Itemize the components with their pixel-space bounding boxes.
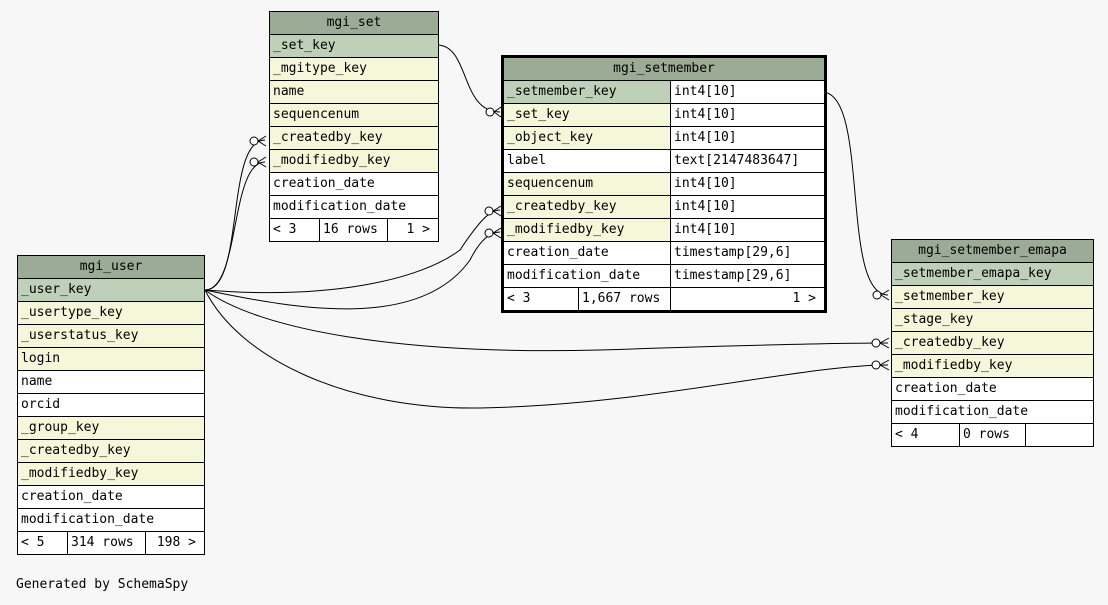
column-name[interactable]: sequencenum (273, 107, 360, 122)
table-footer: < 5 314 rows 198 > (18, 532, 204, 554)
edge-user-to-emapa-modifiedby (204, 289, 889, 409)
column-name[interactable]: _createdby_key (504, 196, 671, 218)
column-name[interactable]: creation_date (273, 176, 375, 191)
column-type: int4[10] (671, 219, 824, 241)
column-name[interactable]: modification_date (895, 404, 1029, 419)
crowfoot-emapa-modifiedby (871, 360, 881, 370)
children-count: 198 > (156, 535, 196, 550)
table-footer: < 3 16 rows 1 > (270, 219, 438, 241)
column-name[interactable]: login (21, 351, 61, 366)
table-mgi_setmember_emapa[interactable]: mgi_setmember_emapa _setmember_emapa_key… (891, 239, 1094, 447)
column-name[interactable]: _stage_key (895, 312, 974, 327)
parents-count: < 3 (504, 288, 579, 310)
table-title[interactable]: mgi_user (18, 256, 204, 279)
row-count: 314 rows (68, 532, 146, 554)
parents-count: < 3 (270, 219, 320, 241)
column-name[interactable]: name (21, 374, 53, 389)
column-name[interactable]: orcid (21, 397, 61, 412)
column-name[interactable]: _modifiedby_key (273, 153, 391, 168)
crowfoot-emapa-createdby (871, 338, 881, 348)
column-name[interactable]: modification_date (273, 199, 407, 214)
edge-setmember-to-emapa (821, 91, 889, 296)
table-footer: < 3 1,667 rows 1 > (504, 288, 824, 310)
column-type: timestamp[29,6] (671, 265, 824, 287)
column-name[interactable]: _setmember_key (504, 81, 671, 103)
column-type: text[2147483647] (671, 150, 824, 172)
table-title[interactable]: mgi_setmember_emapa (892, 240, 1093, 263)
column-name[interactable]: _set_key (504, 104, 671, 126)
column-name[interactable]: _createdby_key (895, 335, 1005, 350)
table-title[interactable]: mgi_set (270, 12, 438, 35)
parents-count: < 4 (892, 424, 960, 446)
column-name[interactable]: _usertype_key (21, 305, 123, 320)
column-name[interactable]: creation_date (895, 381, 997, 396)
edge-user-to-set-modifiedby (204, 161, 266, 291)
column-type: int4[10] (671, 81, 824, 103)
children-count: 1 > (406, 222, 430, 237)
column-name[interactable]: _mgitype_key (273, 61, 367, 76)
parents-count: < 5 (18, 532, 68, 554)
column-name[interactable]: _modifiedby_key (21, 466, 139, 481)
crowfoot-setmember-modifiedby (484, 228, 494, 238)
column-type: int4[10] (671, 127, 824, 149)
generated-by-label: Generated by SchemaSpy (16, 577, 189, 592)
crowfoot-set-modifiedby (249, 157, 259, 167)
row-count: 16 rows (320, 219, 388, 241)
edge-set-to-setmember (436, 44, 501, 113)
column-name[interactable]: _setmember_key (895, 289, 1005, 304)
crowfoot-emapa-setmember-key (872, 290, 882, 300)
edge-user-to-setmember-createdby (204, 209, 501, 294)
crowfoot-set-createdby (249, 136, 259, 146)
column-name[interactable]: _setmember_emapa_key (895, 266, 1052, 281)
column-name[interactable]: creation_date (504, 242, 671, 264)
column-name[interactable]: _set_key (273, 38, 336, 53)
table-title[interactable]: mgi_setmember (504, 58, 824, 81)
column-type: int4[10] (671, 173, 824, 195)
edge-user-to-setmember-modifiedby (204, 231, 501, 310)
table-mgi_user[interactable]: mgi_user _user_key _usertype_key _userst… (17, 255, 205, 555)
row-count: 0 rows (960, 424, 1026, 446)
column-name[interactable]: modification_date (21, 512, 155, 527)
column-name[interactable]: modification_date (504, 265, 671, 287)
column-type: int4[10] (671, 196, 824, 218)
column-name[interactable]: _createdby_key (273, 130, 383, 145)
crowfoot-setmember-createdby (484, 206, 494, 216)
row-count: 1,667 rows (579, 288, 671, 310)
column-name[interactable]: _createdby_key (21, 443, 131, 458)
column-name[interactable]: _group_key (21, 420, 100, 435)
column-name[interactable]: _object_key (504, 127, 671, 149)
column-name[interactable]: _modifiedby_key (504, 219, 671, 241)
column-name[interactable]: _userstatus_key (21, 328, 139, 343)
table-mgi_set[interactable]: mgi_set _set_key _mgitype_key name seque… (269, 11, 439, 242)
children-count (1026, 424, 1093, 446)
crowfoot-set-key (485, 107, 495, 117)
edge-user-to-emapa-createdby (204, 289, 889, 352)
column-name[interactable]: sequencenum (504, 173, 671, 195)
column-name[interactable]: _user_key (21, 282, 92, 297)
column-name[interactable]: _modifiedby_key (895, 358, 1013, 373)
column-type: int4[10] (671, 104, 824, 126)
table-footer: < 4 0 rows (892, 424, 1093, 446)
column-name[interactable]: creation_date (21, 489, 123, 504)
column-name[interactable]: label (504, 150, 671, 172)
children-count: 1 > (792, 291, 816, 306)
column-name[interactable]: name (273, 84, 305, 99)
column-type: timestamp[29,6] (671, 242, 824, 264)
